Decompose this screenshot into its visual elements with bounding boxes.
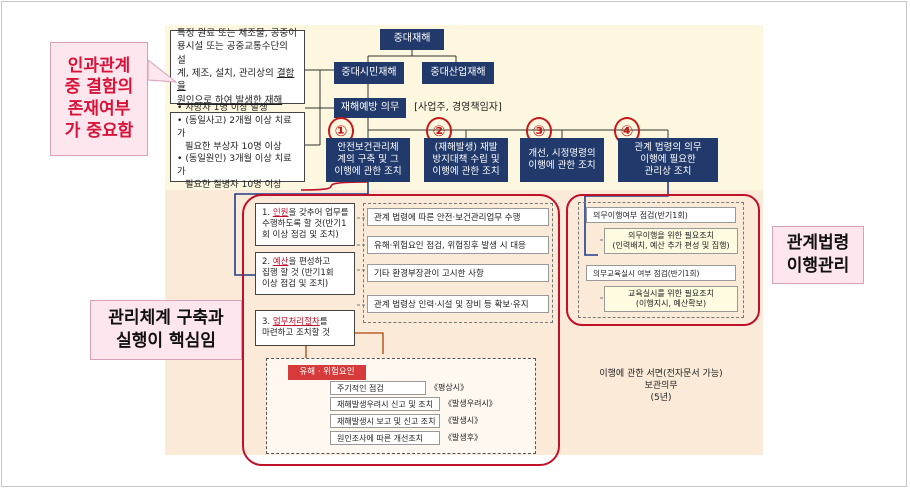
criteria-line-1: • 사망자 1명 이상 발생 — [177, 101, 268, 113]
system-highlight-oval — [242, 194, 560, 466]
record-line-3: (5년) — [650, 393, 672, 404]
duty-2-line-3: 이행에 관한 조치 — [432, 165, 500, 177]
system-item-2: 유해·위험요인 점검, 위험징후 발생 시 대응 — [367, 236, 549, 254]
criteria-line-4: • (동일원인) 3개월 이상 치료가 — [177, 153, 292, 178]
citizen-disaster-box: 중대시민재해 — [334, 62, 404, 84]
duty-2-line-1: (재해발생) 재발 — [434, 142, 498, 154]
law-item-3: 의무교육실시 여부 점검(반기1회) — [586, 265, 736, 281]
duty-4-line-1: 관계 법령의 의무 — [634, 142, 702, 154]
law-item-2: 의무이행을 위한 필요조치 (인력배치, 예산 추가 편성 및 집행) — [604, 228, 738, 254]
hazard-row-4-note: 《발생후》 — [444, 433, 483, 442]
step-2-line-1: 2. 예산을 편성하고 — [262, 256, 331, 267]
system-callout: 관리체계 구축과 실행이 핵심임 — [90, 300, 242, 360]
system-item-3: 기타 환경부장관이 고시한 사항 — [367, 264, 549, 282]
criteria-line-2: • (동일사고) 2개월 이상 치료가 — [177, 114, 292, 139]
duty-box-2: (재해발생) 재발 방지대책 수립 및 이행에 관한 조치 — [424, 138, 508, 182]
hazard-title: 유해 · 위험요인 — [288, 365, 366, 380]
definition-line-4: 원인으로 하여 발생한 재해 — [177, 94, 283, 106]
law-callout-line-1: 관계법령 — [786, 233, 850, 254]
definition-line-2: 용시설 또는 공중교통수단의 설 — [177, 41, 288, 66]
step-1-line-3: 회 이상 점검 및 조치) — [262, 230, 339, 241]
hazard-row-1: 주기적인 점검 — [330, 381, 426, 395]
duty-1-line-2: 계의 구축 및 그 — [337, 154, 399, 166]
definition-line-1: 특정 원료 또는 제조물, 공중이 — [177, 28, 297, 40]
causality-note-line-4: 가 중요함 — [64, 120, 134, 141]
criteria-line-3: 필요한 부상자 10명 이상 — [185, 140, 282, 152]
record-keeping-box: 이행에 관한 서면(전자문서 가능) 보관의무 (5년) — [566, 358, 756, 414]
step-3-line-2: 마련하고 조치할 것 — [262, 328, 330, 338]
record-line-1: 이행에 관한 서면(전자문서 가능) — [599, 368, 723, 379]
step-3-line-1: 3. 업무처리절차를 — [262, 316, 328, 327]
duty-box-1: 안전보건관리체 계의 구축 및 그 이행에 관한 조치 — [326, 138, 410, 182]
system-step-2: 2. 예산을 편성하고 집행 할 것 (반기1회 이상 점검 및 조치) — [255, 252, 355, 295]
record-line-2: 보관의무 — [644, 380, 678, 391]
system-step-1: 1. 인원을 갖추어 업무를 수행하도록 할 것(반기1 회 이상 점검 및 조… — [255, 203, 355, 246]
root-box: 중대재해 — [380, 29, 444, 50]
duty-1-line-3: 이행에 관한 조치 — [334, 165, 402, 177]
duty-3-line-2: 이행에 관한 조치 — [528, 160, 596, 171]
causality-note-line-2: 중 결함의 — [64, 77, 134, 98]
system-items-panel — [363, 203, 553, 323]
law-highlight-oval — [566, 194, 760, 326]
step-3-keyword: 업무처리절차 — [272, 316, 320, 327]
step-1-line-2: 수행하도록 할 것(반기1 — [262, 218, 347, 229]
prevention-duty-box: 재해예방 의무 — [334, 98, 406, 118]
law-items-panel — [578, 202, 744, 318]
step-2-line-2: 집행 할 것 (반기1회 — [262, 267, 334, 278]
causality-note-line-1: 인과관계 — [67, 55, 131, 76]
step-2-keyword: 예산 — [272, 256, 289, 267]
definition-line-3b: 결함을 — [177, 68, 295, 93]
duty-1-line-1: 안전보건관리체 — [337, 142, 399, 154]
hazard-row-3: 재해발생시 보고 및 신고 조치 — [330, 414, 440, 428]
system-step-3: 3. 업무처리절차를 마련하고 조치할 것 — [255, 310, 355, 346]
duty-box-3: 개선, 시정명령의 이행에 관한 조치 — [520, 138, 604, 182]
step-2-line-3: 이상 점검 및 조치) — [262, 279, 329, 290]
law-item-4-line-2: (이행지시, 예산확보) — [635, 299, 707, 308]
hazard-row-1-note: 《평상시》 — [430, 383, 469, 392]
duty-3-line-1: 개선, 시정명령의 — [528, 148, 596, 160]
duty-holder-label: [사업주, 경영책임자] — [414, 101, 502, 113]
duty-2-line-2: 방지대책 수립 및 — [432, 154, 500, 166]
criteria-box: • 사망자 1명 이상 발생 • (동일사고) 2개월 이상 치료가 필요한 부… — [170, 102, 305, 190]
step-1-keyword: 인원 — [272, 207, 289, 218]
definition-box: 특정 원료 또는 제조물, 공중이 용시설 또는 공중교통수단의 설 계, 제조… — [170, 28, 305, 106]
hazard-row-2-note: 《발생우려시》 — [444, 399, 497, 408]
law-item-2-line-1: 의무이행을 위한 필요조치 — [627, 231, 715, 241]
hazard-row-2: 재해발생우려시 신고 및 조치 — [330, 397, 440, 411]
note-pointer — [147, 60, 178, 83]
definition-line-3: 계, 제조, 설치, 관리상의 결함을 — [177, 67, 298, 94]
system-callout-line-1: 관리체계 구축과 — [108, 308, 224, 329]
law-callout-line-2: 이행관리 — [786, 256, 850, 276]
law-item-4: 교육실시를 위한 필요조치 (이행지시, 예산확보) — [604, 286, 738, 312]
step-1-line-1: 1. 인원을 갖추어 업무를 — [262, 207, 349, 218]
hazard-row-4: 원인조사에 따른 개선조치 — [330, 431, 440, 445]
law-item-4-line-1: 교육실시를 위한 필요조치 — [627, 289, 715, 299]
industrial-disaster-box: 중대산업재해 — [422, 62, 494, 84]
hazard-row-3-note: 《발생시》 — [444, 416, 483, 425]
duty-box-4: 관계 법령의 의무 이행에 필요한 관리상 조치 — [618, 138, 718, 182]
law-callout: 관계법령 이행관리 — [772, 226, 864, 284]
law-item-2-line-2: (인력배치, 예산 추가 편성 및 집행) — [612, 241, 730, 250]
law-item-1: 의무이행여부 점검(반기1회) — [586, 207, 736, 223]
causality-note: 인과관계 중 결함의 존재여부 가 중요함 — [50, 42, 148, 156]
system-item-1: 관계 법령에 따른 안전·보건관리업무 수행 — [367, 208, 549, 226]
system-callout-line-2: 실행이 핵심임 — [116, 331, 216, 351]
duty-4-line-2: 이행에 필요한 — [640, 154, 696, 166]
duty-4-line-3: 관리상 조치 — [644, 165, 692, 177]
system-item-4: 관계 법령상 인력·시설 및 장비 등 확보·유지 — [367, 295, 549, 313]
criteria-line-5: 필요한 질병자 10명 이상 — [185, 179, 282, 191]
causality-note-line-3: 존재여부 — [67, 99, 131, 119]
definition-line-3a: 계, 제조, 설치, 관리상의 — [177, 68, 277, 79]
